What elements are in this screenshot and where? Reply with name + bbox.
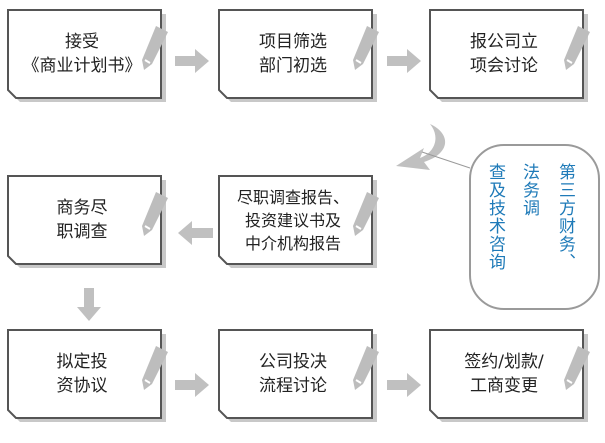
note-frame — [7, 175, 168, 268]
arrow-right — [175, 373, 209, 397]
arrow-right — [387, 49, 421, 73]
node-label: 项目筛选 部门初选 — [259, 32, 327, 76]
note-frame — [218, 175, 379, 268]
arrow-right — [175, 49, 209, 73]
node-label: 公司投决 流程讨论 — [259, 352, 327, 396]
node-label: 商务尽 职调查 — [56, 198, 108, 242]
pencil-icon — [353, 346, 379, 390]
node-label: 尽职调查报告、 投资建议书及 中介机构报告 — [236, 187, 349, 253]
node-dd-report: 尽职调查报告、 投资建议书及 中介机构报告 — [217, 172, 383, 274]
arrow-down — [77, 288, 101, 321]
pencil-icon — [353, 26, 379, 70]
node-label: 拟定投 资协议 — [56, 352, 108, 396]
side-note-line: 第三方财务、 — [555, 163, 575, 271]
node-project-screening: 项目筛选 部门初选 — [217, 6, 383, 108]
node-business-dd: 商务尽 职调查 — [6, 172, 172, 274]
node-accept-plan: 接受 《商业计划书》 — [6, 6, 172, 108]
connector-line — [421, 151, 471, 169]
arrow-left — [178, 221, 213, 245]
note-frame — [429, 329, 590, 422]
side-note: 第三方财务、 法务调 查及技术咨询 — [468, 143, 601, 311]
side-note-line: 法务调 — [519, 163, 539, 217]
pencil-icon — [564, 26, 590, 70]
side-note-frame — [469, 144, 600, 310]
pencil-icon — [353, 192, 379, 236]
node-draft-agreement: 拟定投 资协议 — [6, 326, 172, 428]
arrow-right — [387, 373, 421, 397]
node-decision: 公司投决 流程讨论 — [217, 326, 383, 428]
node-signing: 签约/划款/ 工商变更 — [428, 326, 594, 428]
pencil-icon — [142, 192, 168, 236]
node-label: 报公司立 项会讨论 — [470, 32, 538, 76]
note-frame — [218, 9, 379, 102]
note-frame — [7, 329, 168, 422]
note-frame — [7, 9, 168, 102]
pencil-icon — [564, 346, 590, 390]
note-frame — [429, 9, 590, 102]
node-label: 签约/划款/ 工商变更 — [464, 352, 544, 396]
pencil-icon — [142, 26, 168, 70]
arrow-curved — [396, 124, 446, 170]
side-note-line: 查及技术咨询 — [485, 163, 505, 271]
node-report-company: 报公司立 项会讨论 — [428, 6, 594, 108]
pencil-icon — [142, 346, 168, 390]
node-label: 接受 《商业计划书》 — [22, 32, 142, 76]
note-frame — [218, 329, 379, 422]
